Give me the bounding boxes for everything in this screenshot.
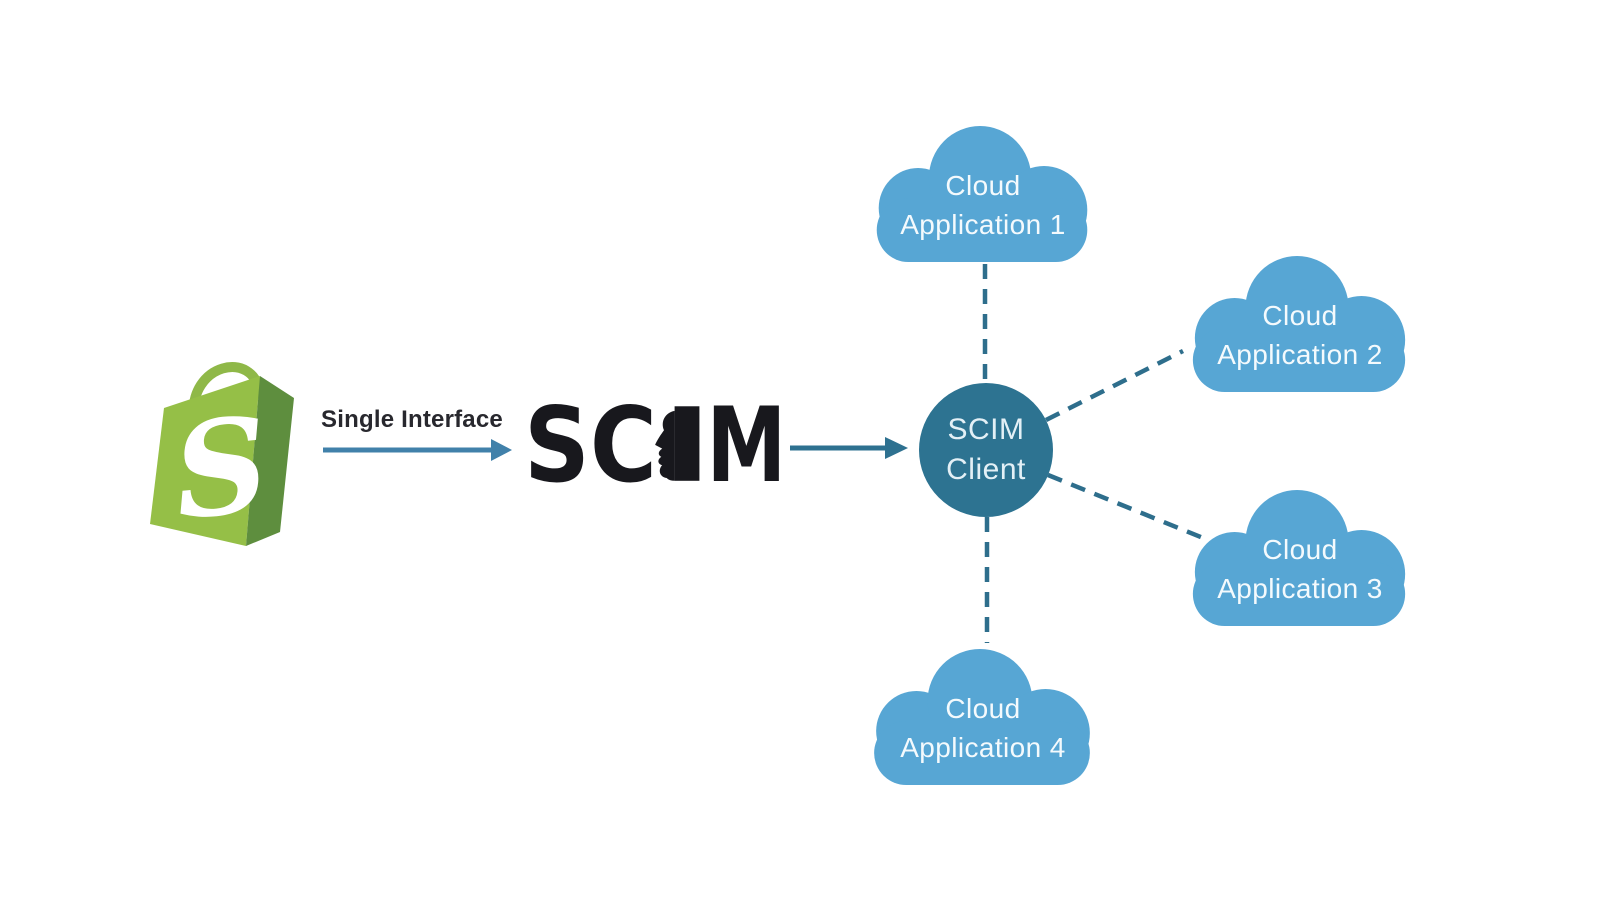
shopify-bag-front (150, 376, 260, 546)
shopify-bag-icon: S (150, 362, 294, 548)
cloud-application-4-node: Cloud Application 4 (858, 647, 1108, 785)
cloud-label-line2: Application 2 (1217, 339, 1383, 370)
cloud-application-2-node: Cloud Application 2 (1177, 254, 1423, 392)
cloud-application-1-label: Cloud Application 1 (861, 124, 1105, 262)
cloud-label-line2: Application 3 (1217, 573, 1383, 604)
cloud-label-line1: Cloud (1262, 534, 1338, 565)
scim-face-profile-icon (655, 410, 675, 481)
cloud-application-4-label: Cloud Application 4 (858, 647, 1108, 785)
scim-letter-i-stem (674, 406, 700, 481)
scim-letters-sc: SC (524, 398, 657, 490)
cloud-label-line2: Application 4 (900, 732, 1066, 763)
single-interface-arrow-head (491, 439, 512, 461)
cloud-icon (1192, 490, 1406, 626)
scim-client-line1: SCIM (947, 413, 1025, 446)
scim-client-line2: Client (946, 453, 1026, 486)
scim-wordmark-glyphs: SC M (524, 398, 786, 490)
scim-client-node: SCIM Client (919, 383, 1053, 517)
single-interface-label: Single Interface (321, 406, 503, 433)
dashed-link-cloud2 (1044, 348, 1185, 423)
shopify-letter-s: S (167, 387, 276, 548)
scim-letter-m: M (706, 398, 786, 490)
cloud-label-line2: Application 1 (900, 209, 1066, 240)
cloud-icon (874, 649, 1090, 785)
cloud-application-2-label: Cloud Application 2 (1177, 254, 1423, 392)
scim-wordmark: SC M (524, 398, 786, 490)
cloud-label-line1: Cloud (945, 693, 1021, 724)
cloud-application-1-node: Cloud Application 1 (861, 124, 1105, 262)
cloud-icon (876, 126, 1088, 262)
cloud-label-line1: Cloud (1262, 300, 1338, 331)
shopify-bag-side (246, 376, 294, 546)
cloud-application-3-label: Cloud Application 3 (1177, 488, 1423, 626)
cloud-application-3-node: Cloud Application 3 (1177, 488, 1423, 626)
scim-to-client-arrow-head (885, 437, 908, 459)
cloud-label-line1: Cloud (945, 170, 1021, 201)
cloud-icon (1192, 256, 1406, 392)
